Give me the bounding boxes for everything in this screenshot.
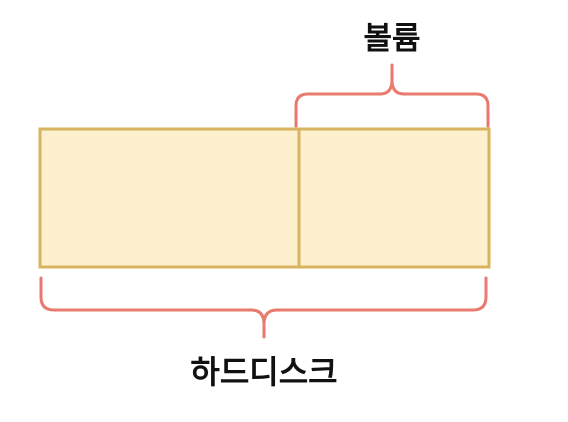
volume-label: 볼륨 (363, 21, 421, 57)
volume-partition (297, 127, 491, 269)
disk-left-partition (38, 127, 301, 269)
hard-disk-brace (39, 276, 488, 339)
hard-disk-label: 하드디스크 (190, 353, 338, 391)
volume-brace (294, 63, 490, 128)
